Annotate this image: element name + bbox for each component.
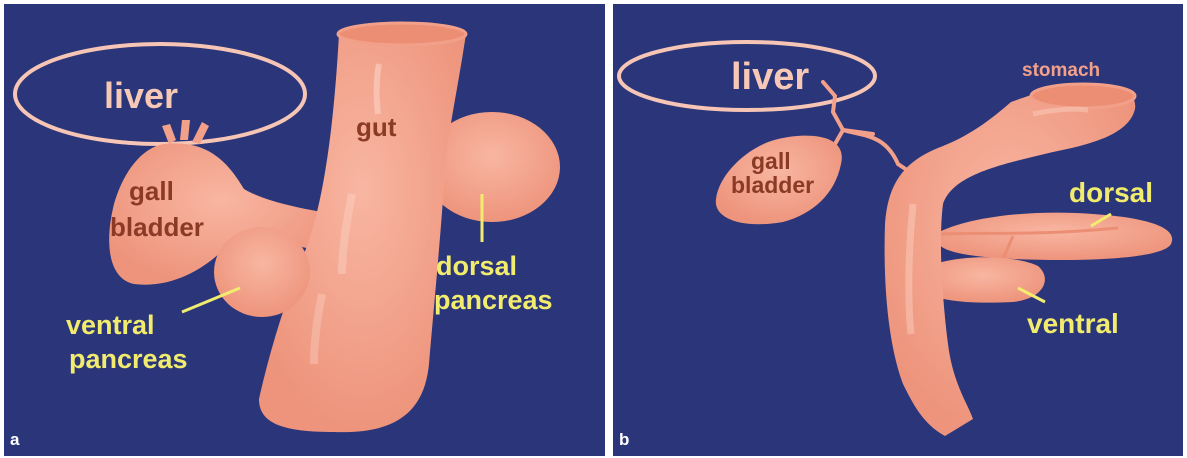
- panel-b-diagram: liver stomach gall bladder dorsal ventra…: [613, 4, 1183, 456]
- ventral-label-line2: pancreas: [69, 344, 188, 374]
- gall-label: gall: [129, 176, 174, 206]
- liver-label: liver: [731, 56, 809, 98]
- gut-label: gut: [356, 112, 397, 142]
- gall-label: gall: [751, 148, 791, 174]
- stomach-label: stomach: [1022, 60, 1100, 81]
- bladder-label: bladder: [731, 172, 814, 198]
- panel-a-diagram: liver gut gall bladder dorsal pancreas v…: [4, 4, 605, 456]
- liver-label: liver: [104, 75, 178, 116]
- gut-opening: [338, 23, 466, 45]
- ventral-pancreas: [214, 227, 310, 317]
- dorsal-label-line2: pancreas: [434, 285, 553, 315]
- panel-letter-b: b: [619, 430, 629, 449]
- panel-b: liver stomach gall bladder dorsal ventra…: [613, 4, 1183, 456]
- ventral-label-line1: ventral: [66, 310, 155, 340]
- dorsal-label: dorsal: [1069, 177, 1153, 208]
- panel-a: liver gut gall bladder dorsal pancreas v…: [4, 4, 605, 456]
- panel-letter-a: a: [10, 430, 20, 449]
- dorsal-pancreas: [935, 213, 1172, 260]
- dorsal-label-line1: dorsal: [436, 251, 517, 281]
- ventral-label: ventral: [1027, 308, 1119, 339]
- bladder-label: bladder: [110, 212, 204, 242]
- stomach-opening: [1031, 84, 1135, 108]
